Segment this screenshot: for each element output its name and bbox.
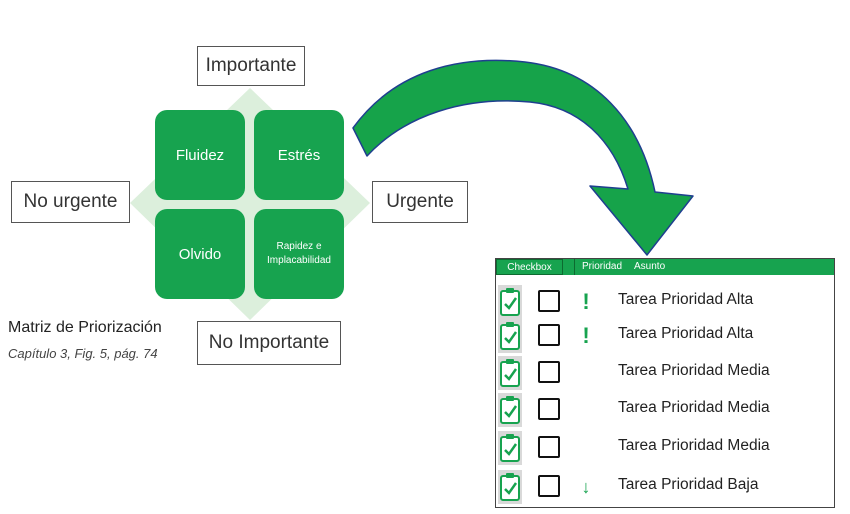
column-header-subject[interactable]: Asunto xyxy=(634,261,666,272)
priority-high-icon: ! xyxy=(582,323,590,348)
task-subject: Tarea Prioridad Media xyxy=(618,399,770,416)
column-header-checkbox[interactable]: Checkbox xyxy=(496,259,563,275)
quadrant-label: Olvido xyxy=(178,245,222,263)
curved-arrow-icon xyxy=(352,59,694,256)
quadrant-rapidez: Rapidez e Implacabilidad xyxy=(254,209,344,299)
task-checkbox[interactable] xyxy=(538,436,560,458)
clipboard-check-icon xyxy=(498,356,522,390)
clipboard-check-icon xyxy=(498,431,522,465)
priority-icon xyxy=(578,431,594,465)
axis-label-text: Importante xyxy=(205,55,297,76)
clipboard-check-icon xyxy=(498,285,522,319)
quadrant-olvido: Olvido xyxy=(155,209,245,299)
axis-label-urgente: Urgente xyxy=(372,181,468,223)
clipboard-check-icon xyxy=(498,393,522,427)
task-checkbox[interactable] xyxy=(538,324,560,346)
task-row[interactable]: ! Tarea Prioridad Alta xyxy=(496,319,834,353)
task-subject: Tarea Prioridad Alta xyxy=(618,325,754,342)
figure-caption-title: Matriz de Priorización xyxy=(8,319,162,336)
axis-label-importante: Importante xyxy=(197,46,305,86)
task-row[interactable]: Tarea Prioridad Media xyxy=(496,356,834,390)
task-checkbox[interactable] xyxy=(538,398,560,420)
axis-label-text: No Importante xyxy=(208,332,330,353)
task-list-panel: Checkbox Prioridad Asunto ! Tarea Priori… xyxy=(495,258,835,508)
task-subject: Tarea Prioridad Media xyxy=(618,437,770,454)
clipboard-check-icon xyxy=(498,470,522,504)
axis-label-no-urgente: No urgente xyxy=(11,181,130,223)
task-checkbox[interactable] xyxy=(538,290,560,312)
quadrant-fluidez: Fluidez xyxy=(155,110,245,200)
task-list-header: Checkbox Prioridad Asunto xyxy=(496,259,834,275)
quadrant-estres: Estrés xyxy=(254,110,344,200)
quadrant-label: Rapidez e Implacabilidad xyxy=(267,241,331,266)
task-row[interactable]: ↓ Tarea Prioridad Baja xyxy=(496,470,834,504)
priority-high-icon: ! xyxy=(582,289,590,314)
column-header-priority[interactable]: Prioridad xyxy=(574,259,629,275)
priority-icon xyxy=(578,393,594,427)
axis-label-no-importante: No Importante xyxy=(197,321,341,365)
task-row[interactable]: Tarea Prioridad Media xyxy=(496,393,834,427)
task-row[interactable]: ! Tarea Prioridad Alta xyxy=(496,285,834,319)
task-checkbox[interactable] xyxy=(538,475,560,497)
figure-caption-subtitle: Capítulo 3, Fig. 5, pág. 74 xyxy=(8,346,158,361)
quadrant-label: Fluidez xyxy=(175,146,225,164)
task-row[interactable]: Tarea Prioridad Media xyxy=(496,431,834,465)
axis-label-text: No urgente xyxy=(23,191,118,212)
task-checkbox[interactable] xyxy=(538,361,560,383)
quadrant-label: Estrés xyxy=(277,146,321,164)
priority-icon xyxy=(578,356,594,390)
task-subject: Tarea Prioridad Alta xyxy=(618,291,754,308)
priority-low-arrow-icon: ↓ xyxy=(581,476,591,497)
axis-label-text: Urgente xyxy=(386,191,454,212)
task-subject: Tarea Prioridad Baja xyxy=(618,476,759,493)
clipboard-check-icon xyxy=(498,319,522,353)
task-subject: Tarea Prioridad Media xyxy=(618,362,770,379)
